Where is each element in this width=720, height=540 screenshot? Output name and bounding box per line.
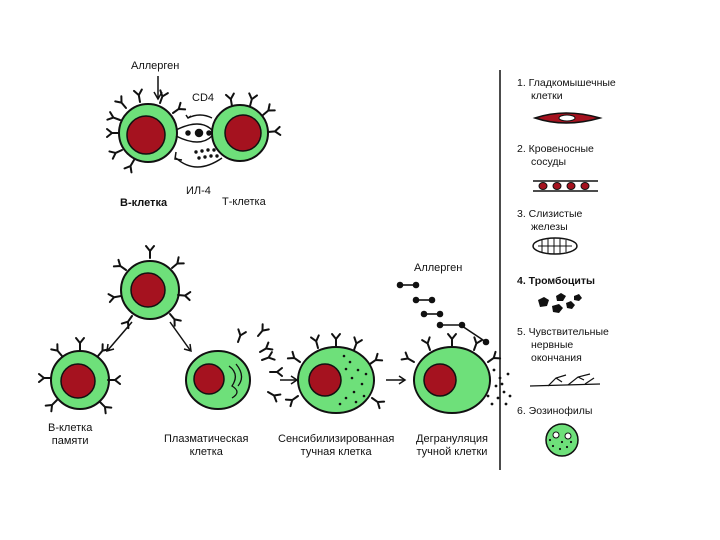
- b-cell-label: В-клетка: [120, 197, 168, 209]
- il4-signal: [174, 148, 223, 168]
- degranulating-mast-cell: [400, 333, 512, 414]
- memory-b-cell: [38, 337, 121, 415]
- target-2-label: 2. Кровеносные сосуды: [517, 143, 594, 168]
- blood-vessel-icon: [533, 180, 598, 192]
- target-4-label: 4. Тромбоциты: [517, 275, 595, 287]
- mucous-gland-icon: [532, 237, 578, 255]
- nerve-endings-icon: [529, 373, 601, 387]
- eosinophil-icon: [545, 423, 579, 457]
- platelets-icon: [538, 293, 582, 313]
- allergen-label-top: Аллерген: [131, 60, 180, 72]
- top-panel: [106, 76, 282, 174]
- b-cell-top: [118, 103, 178, 163]
- sensitized-mast-cell-label: Сенсибилизированная тучная клетка: [278, 433, 395, 458]
- cd4-label: CD4: [192, 92, 215, 104]
- plasma-cell-label: Плазматическая клетка: [164, 433, 249, 458]
- sensitized-mast-cell: [284, 333, 386, 414]
- smooth-muscle-cell-icon: [532, 112, 603, 124]
- il4-label: ИЛ-4: [186, 185, 211, 197]
- bottom-panel: [38, 245, 512, 415]
- target-6-label: 6. Эозинофилы: [517, 405, 593, 417]
- allergen-bridges: [396, 281, 490, 346]
- allergen-label-bottom: Аллерген: [414, 262, 463, 274]
- targets-panel: [499, 70, 603, 470]
- degranulation-label: Дегрануляция тучной клетки: [416, 433, 488, 458]
- t-cell-label: Т-клетка: [222, 196, 266, 208]
- target-3-label: 3. Слизистые железы: [517, 208, 583, 233]
- cd4-interaction: [175, 114, 213, 143]
- arrow-to-plasma-cell: [169, 321, 191, 351]
- target-1-label: 1. Гладкомышечные клетки: [517, 77, 616, 102]
- t-cell-top: [211, 104, 269, 162]
- arrow-to-memory-cell: [107, 321, 133, 351]
- plasma-cell: [185, 350, 251, 410]
- activated-b-cell: [107, 245, 192, 330]
- target-5-label: 5. Чувствительные нервные окончания: [517, 326, 609, 364]
- memory-b-cell-label: В-клетка памяти: [48, 422, 93, 447]
